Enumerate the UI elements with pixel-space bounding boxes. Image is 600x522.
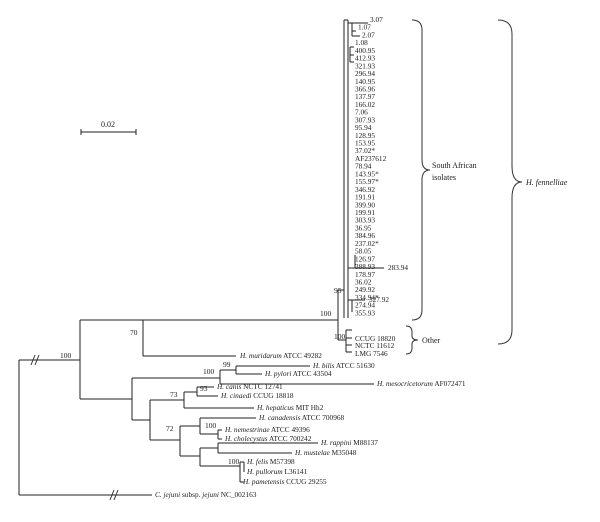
scale-bar-label: 0.02 bbox=[101, 120, 115, 129]
bootstrap-value: 100 bbox=[60, 351, 72, 360]
other-strain-label: NCTC 11612 bbox=[355, 341, 395, 350]
bootstrap-value: 93 bbox=[200, 384, 208, 393]
south-african-brace bbox=[411, 19, 431, 321]
isolate-label: 384.96 bbox=[355, 231, 375, 240]
isolate-label-283: 283.94 bbox=[388, 263, 408, 272]
isolate-label: 321.93 bbox=[355, 61, 375, 70]
fennelliae-brace bbox=[497, 19, 523, 345]
species-label-mesocricetorum: H. mesocricetorum AF072471 bbox=[376, 379, 466, 388]
isolate-label: 296.94 bbox=[355, 69, 375, 78]
isolate-label: 7.06 bbox=[355, 108, 368, 117]
bootstrap-value: 100 bbox=[334, 332, 346, 341]
isolate-label: 137.97 bbox=[355, 92, 375, 101]
isolate-label: 155.97* bbox=[355, 177, 379, 186]
isolate-label: 399.90 bbox=[355, 200, 375, 209]
isolate-label: AF237612 bbox=[355, 154, 387, 163]
species-label-hepaticus: H. hepaticus MIT Hh2 bbox=[256, 403, 324, 412]
isolate-label: 36.95 bbox=[355, 223, 372, 232]
isolate-label: 388.93 bbox=[355, 262, 375, 271]
bootstrap-value: 72 bbox=[166, 424, 174, 433]
isolate-label: 2.07 bbox=[362, 30, 375, 39]
species-label-pametensis: H. pametensis CCUG 29255 bbox=[242, 477, 327, 486]
other-brace bbox=[405, 325, 419, 355]
other-strain-label: CCUG 18820 bbox=[355, 334, 396, 343]
isolate-label: 143.95* bbox=[355, 169, 379, 178]
lower-tree-branches bbox=[131, 365, 374, 483]
isolate-label: 303.93 bbox=[355, 216, 375, 225]
isolate-label: 78.94 bbox=[355, 162, 372, 171]
scale-bar: 0.02 bbox=[80, 120, 137, 135]
isolate-label: 334.94* bbox=[355, 293, 379, 302]
isolate-label: 274.94 bbox=[355, 301, 375, 310]
isolate-label: 128.95 bbox=[355, 131, 375, 140]
species-label-cinaedi: H. cinaedi CCUG 18818 bbox=[220, 391, 294, 400]
isolate-label: 37.02* bbox=[355, 146, 375, 155]
bootstrap-value: 100 bbox=[203, 367, 215, 376]
isolate-label: 366.96 bbox=[355, 85, 375, 94]
isolate-label-327: 327.92 bbox=[369, 295, 389, 304]
isolate-label: 95.94 bbox=[355, 123, 372, 132]
species-label-mustelae: H. mustelae M35048 bbox=[294, 448, 357, 457]
species-label-muridarum: H. muridarum ATCC 49282 bbox=[239, 351, 322, 360]
south-african-label: South African bbox=[432, 161, 477, 170]
isolate-label: 412.93 bbox=[355, 54, 375, 63]
species-label-bilis: H. bilis ATCC 51630 bbox=[312, 361, 375, 370]
species-labels: H. muridarum ATCC 49282 H. bilis ATCC 51… bbox=[155, 351, 466, 499]
isolate-label: 140.95 bbox=[355, 77, 375, 86]
isolate-label: 3.07 bbox=[370, 15, 383, 24]
bootstrap-values: 95 100 100 70 100 99 100 93 73 72 100 10… bbox=[60, 286, 346, 466]
isolate-label: 36.02 bbox=[355, 278, 372, 287]
fennelliae-label: H. fennelliae bbox=[525, 178, 568, 187]
isolate-label: 1.07 bbox=[358, 23, 371, 32]
species-label-rappini: H. rappini M88137 bbox=[320, 438, 378, 447]
isolate-label: 126.97 bbox=[355, 254, 375, 263]
isolates-label: isolates bbox=[432, 173, 456, 182]
other-label: Other bbox=[422, 336, 441, 345]
isolate-label: 355.93 bbox=[355, 308, 375, 317]
species-label-pullorum: H. pullorum L36141 bbox=[246, 467, 308, 476]
other-strain-label: LMG 7546 bbox=[355, 349, 388, 358]
isolate-label: 307.93 bbox=[355, 115, 375, 124]
bootstrap-value: 99 bbox=[223, 360, 231, 369]
species-label-nemestrinae: H. nemestrinae ATCC 49396 bbox=[224, 425, 310, 434]
bootstrap-value: 100 bbox=[320, 309, 332, 318]
species-label-canadensis: H. canadensis ATCC 700968 bbox=[258, 413, 344, 422]
bootstrap-value: 100 bbox=[228, 457, 240, 466]
bootstrap-value: 73 bbox=[170, 390, 178, 399]
isolate-label: 58.05 bbox=[355, 247, 372, 256]
isolate-label: 1.08 bbox=[355, 38, 368, 47]
isolate-label: 153.95 bbox=[355, 139, 375, 148]
isolate-label: 346.92 bbox=[355, 185, 375, 194]
axis-break-marks bbox=[30, 354, 119, 501]
isolate-label: 191.91 bbox=[355, 193, 375, 202]
species-label-pylori: H. pylori ATCC 43504 bbox=[264, 369, 332, 378]
tree-branches bbox=[18, 19, 384, 496]
isolate-label: 178.97 bbox=[355, 270, 375, 279]
species-label-cholecystus: H. cholecystus ATCC 700242 bbox=[224, 434, 312, 443]
isolate-label: 400.95 bbox=[355, 46, 375, 55]
isolate-label: 166.02 bbox=[355, 100, 375, 109]
isolate-label: 199.91 bbox=[355, 208, 375, 217]
isolate-labels: 3.071.072.071.08400.95412.93321.93296.94… bbox=[355, 15, 387, 317]
isolate-label: 249.92 bbox=[355, 285, 375, 294]
species-label-felis: H. felis M57398 bbox=[246, 457, 295, 466]
isolate-label: 237.02* bbox=[355, 239, 379, 248]
bootstrap-value: 100 bbox=[205, 421, 217, 430]
species-label-canis: H. canis NCTC 12741 bbox=[216, 382, 283, 391]
species-label-jejuni: C. jejuni subsp. jejuni NC_002163 bbox=[155, 490, 257, 499]
bootstrap-value: 95 bbox=[334, 286, 342, 295]
bootstrap-value: 70 bbox=[130, 328, 138, 337]
